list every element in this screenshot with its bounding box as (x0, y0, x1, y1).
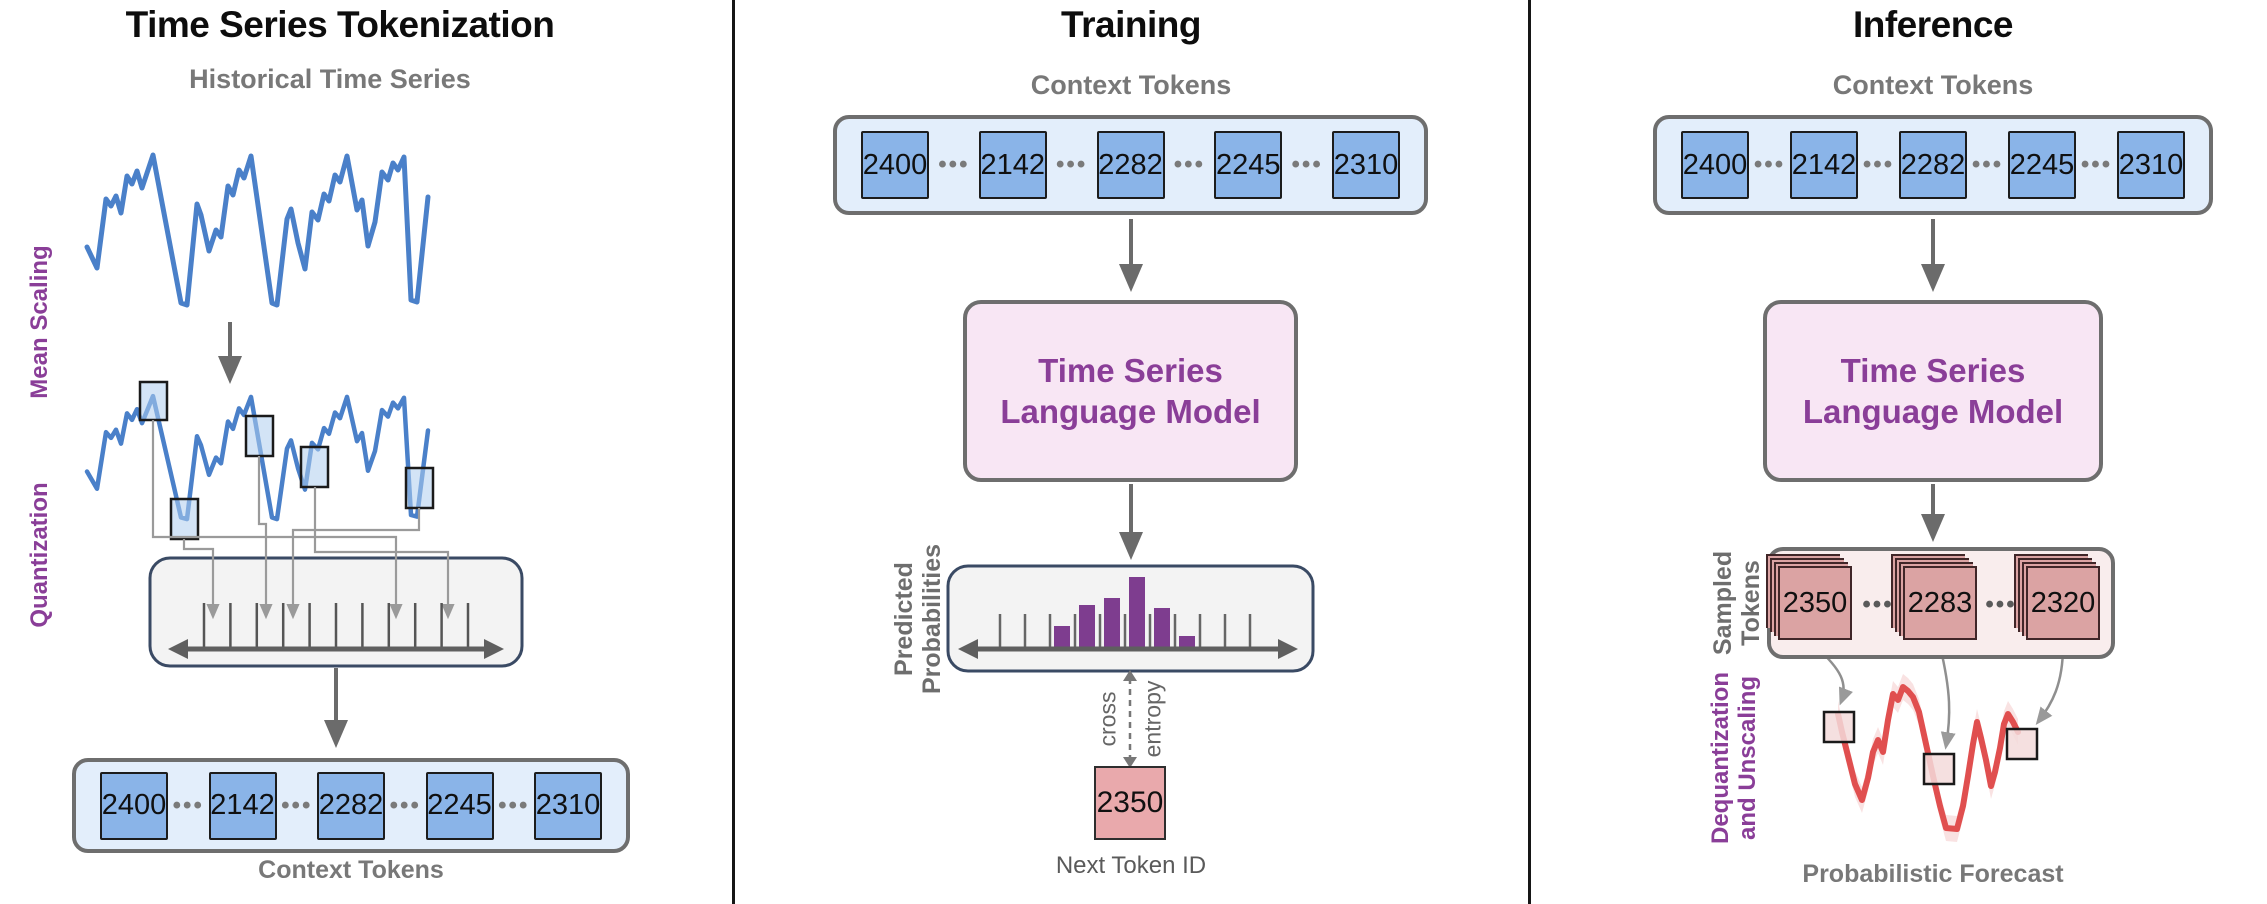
sample-window-3 (244, 414, 275, 458)
ellipsis: ••• (172, 791, 204, 819)
language-model-box: Time Series Language Model (1763, 300, 2103, 482)
context-token: 2310 (2117, 131, 2185, 199)
probability-bars (1104, 598, 1120, 649)
language-model-label-line2: Language Model (1000, 393, 1261, 430)
quantization-label: Quantization (26, 482, 53, 628)
card-arrow-2 (1938, 645, 1956, 750)
ellipsis: ••• (281, 791, 313, 819)
cross-entropy-head-up (1123, 670, 1137, 681)
context-token: 2282 (317, 771, 385, 840)
context-token: 2400 (861, 131, 929, 199)
ellipsis: ••• (2080, 151, 2113, 178)
training-context-tokens-container: 2400 ••• 2142 ••• 2282 ••• 2245 ••• 2310 (833, 115, 1428, 215)
ellipsis: ••• (1173, 151, 1205, 178)
context-token: 2310 (534, 771, 602, 840)
context-token: 2245 (1214, 131, 1283, 199)
panel-divider-right (1528, 0, 1531, 904)
context-token: 2142 (978, 131, 1047, 199)
dequantized-window-2 (1922, 752, 1956, 786)
mean-scaling-label: Mean Scaling (26, 245, 53, 399)
probability-bars (1129, 577, 1145, 649)
language-model-label-line1: Time Series (1840, 351, 2026, 389)
sampled-tokens-label: Sampled Tokens (1709, 550, 1765, 656)
tokenization-title: Time Series Tokenization (125, 4, 555, 45)
next-token-id-label: Next Token ID (1055, 852, 1207, 879)
probability-bars (1154, 608, 1170, 649)
dequantization-label: Dequantization and Unscaling (1707, 672, 1761, 844)
context-token: 2400 (100, 771, 168, 840)
ellipsis: ••• (498, 791, 530, 819)
inference-context-tokens-label: Context Tokens (1832, 70, 2034, 100)
predicted-probabilities-label: Predicted Probabilities (890, 543, 946, 695)
language-model-box: Time Series Language Model (963, 300, 1298, 482)
context-token: 2245 (425, 771, 494, 840)
sample-window-2 (169, 497, 200, 541)
next-token-box: 2350 (1094, 766, 1166, 840)
quantize-connector-2 (182, 539, 220, 620)
historical-series-line (84, 152, 431, 308)
ellipsis: ••• (1985, 591, 2017, 618)
sample-window-4 (299, 445, 330, 489)
quantization-axis-head-right (484, 639, 504, 659)
probability-bars (1054, 626, 1070, 649)
context-token: 2282 (1096, 131, 1165, 199)
quantize-connector-1 (151, 420, 403, 620)
probability-bars (1179, 636, 1195, 649)
probability-axis-head-right (1278, 639, 1298, 659)
ellipsis: ••• (1291, 151, 1323, 178)
cross-entropy-label-cross: cross (1094, 691, 1121, 747)
context-token: 2310 (1332, 131, 1400, 199)
panel-divider-left (732, 0, 735, 904)
probability-bars (1079, 605, 1095, 649)
dequantized-window-3 (2005, 727, 2039, 761)
ellipsis: ••• (1056, 151, 1088, 178)
inference-context-tokens-container: 2400 ••• 2142 ••• 2282 ••• 2245 ••• 2310 (1653, 115, 2213, 215)
context-token: 2245 (2008, 131, 2076, 199)
sampled-token-card: 2320 (2026, 566, 2100, 640)
context-tokens-label: Context Tokens (258, 856, 444, 884)
historical-series-label: Historical Time Series (189, 64, 471, 94)
quantize-connector-5 (286, 508, 421, 620)
training-title: Training (1061, 4, 1201, 45)
training-context-tokens-label: Context Tokens (1030, 70, 1232, 100)
sampled-token-card: 2283 (1903, 566, 1977, 640)
context-tokens-container: 2400 ••• 2142 ••• 2282 ••• 2245 ••• 2310 (72, 758, 630, 853)
language-model-label-line2: Language Model (1802, 393, 2064, 430)
cross-entropy-head-down (1123, 757, 1137, 768)
sample-window-1 (138, 380, 169, 422)
quantization-axis-head-left (168, 639, 188, 659)
probabilistic-forecast-label: Probabilistic Forecast (1802, 860, 2064, 888)
dequantized-window-1 (1822, 710, 1856, 744)
context-token: 2282 (1899, 131, 1967, 199)
context-token: 2142 (208, 771, 277, 840)
context-token: 2142 (1790, 131, 1858, 199)
cross-entropy-label-entropy: entropy (1139, 680, 1166, 758)
probability-axis-head-left (958, 639, 978, 659)
quantize-connector-4 (313, 487, 455, 620)
ellipsis: ••• (389, 791, 421, 819)
ellipsis: ••• (1971, 151, 2004, 178)
context-token: 2400 (1681, 131, 1749, 199)
ellipsis: ••• (1862, 591, 1894, 618)
language-model-label-line1: Time Series (1038, 351, 1223, 389)
ellipsis: ••• (1862, 151, 1895, 178)
scaled-series-line (84, 393, 431, 522)
inference-title: Inference (1852, 4, 2014, 45)
sample-window-5 (404, 466, 435, 510)
sampled-token-card: 2350 (1778, 566, 1852, 640)
ellipsis: ••• (938, 151, 970, 178)
ellipsis: ••• (1753, 151, 1786, 178)
quantize-connector-3 (257, 456, 273, 620)
